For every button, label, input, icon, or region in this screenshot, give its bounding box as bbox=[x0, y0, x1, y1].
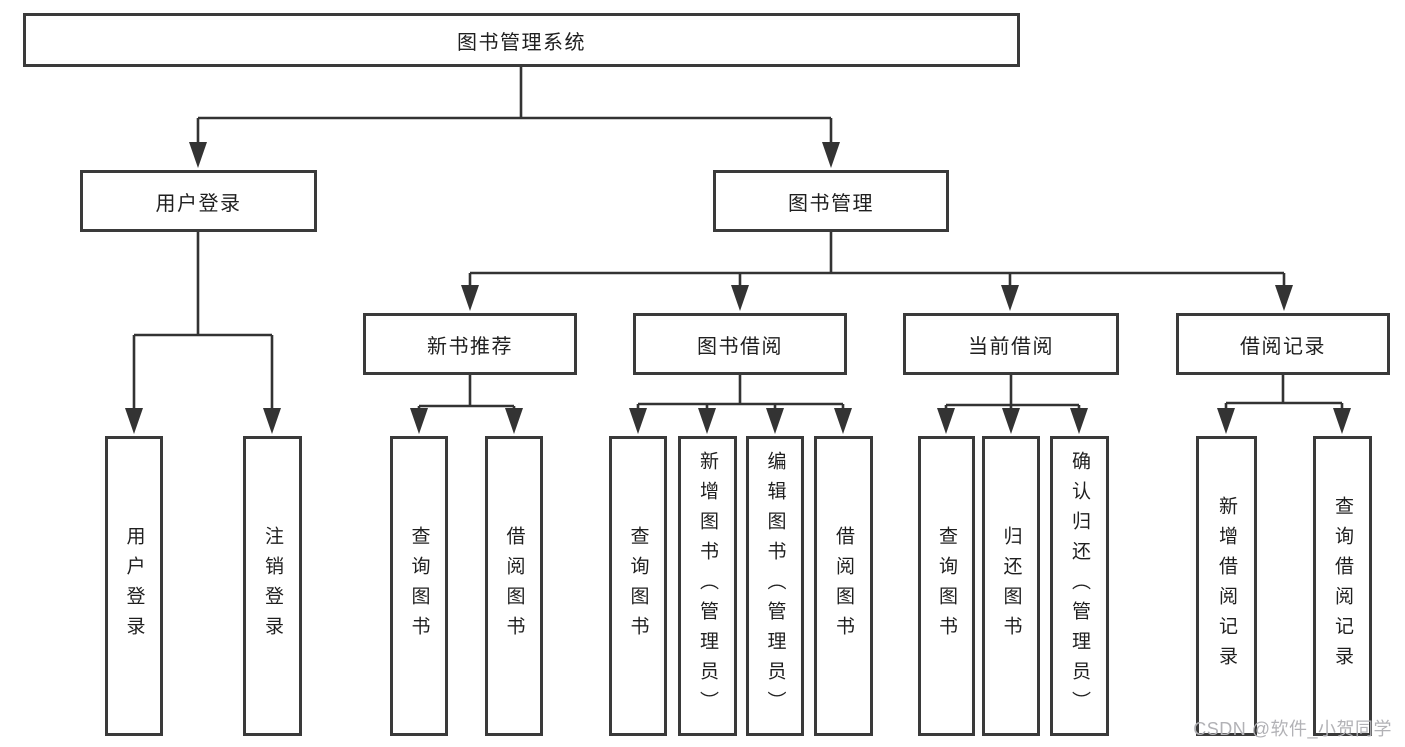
node-borrow-records-label: 借阅记录 bbox=[1240, 335, 1326, 358]
node-current-borrow-label: 当前借阅 bbox=[968, 335, 1054, 358]
arrowhead-icon bbox=[1002, 408, 1020, 434]
leaf-confirm-return-admin: 确认归还（管理员） bbox=[1050, 436, 1109, 736]
connector-borrow-record-split bbox=[1224, 375, 1344, 410]
node-book-management-label: 图书管理 bbox=[788, 192, 874, 215]
leaf-borrow-book-2-label: 借阅图书 bbox=[833, 526, 854, 646]
arrowhead-icon bbox=[461, 285, 479, 311]
connector-book-borrow-split bbox=[636, 375, 845, 410]
leaf-query-borrow-record: 查询借阅记录 bbox=[1313, 436, 1372, 736]
leaf-borrow-book-2: 借阅图书 bbox=[814, 436, 873, 736]
arrowhead-icon bbox=[731, 285, 749, 311]
leaf-query-book-2: 查询图书 bbox=[609, 436, 667, 736]
arrowhead-icon bbox=[1275, 285, 1293, 311]
leaf-edit-book-admin: 编辑图书（管理员） bbox=[746, 436, 804, 736]
leaf-return-book-label: 归还图书 bbox=[1000, 526, 1022, 646]
leaf-add-book-admin: 新增图书（管理员） bbox=[678, 436, 737, 736]
arrowhead-icon bbox=[937, 408, 955, 434]
leaf-add-borrow-record: 新增借阅记录 bbox=[1196, 436, 1257, 736]
arrowhead-icon bbox=[834, 408, 852, 434]
leaf-return-book: 归还图书 bbox=[982, 436, 1040, 736]
arrowhead-icon bbox=[1001, 285, 1019, 311]
leaf-user-login: 用户登录 bbox=[105, 436, 163, 736]
leaf-add-book-admin-label: 新增图书（管理员） bbox=[697, 451, 718, 721]
leaf-query-book-3: 查询图书 bbox=[918, 436, 975, 736]
arrowhead-icon bbox=[125, 408, 143, 434]
leaf-query-borrow-record-label: 查询借阅记录 bbox=[1332, 496, 1353, 676]
arrowhead-icon bbox=[410, 408, 428, 434]
leaf-borrow-book-1-label: 借阅图书 bbox=[503, 526, 525, 646]
leaf-query-book-3-label: 查询图书 bbox=[936, 526, 957, 646]
node-user-login-label: 用户登录 bbox=[155, 192, 242, 215]
leaf-borrow-book-1: 借阅图书 bbox=[485, 436, 543, 736]
arrowheads bbox=[125, 142, 1351, 434]
arrowhead-icon bbox=[822, 142, 840, 168]
connector-new-book-split bbox=[417, 375, 516, 410]
arrowhead-icon bbox=[629, 408, 647, 434]
node-current-borrow: 当前借阅 bbox=[903, 313, 1119, 375]
node-book-borrow: 图书借阅 bbox=[633, 313, 847, 375]
arrowhead-icon bbox=[263, 408, 281, 434]
arrowhead-icon bbox=[766, 408, 784, 434]
node-new-book-recommend-label: 新书推荐 bbox=[427, 335, 513, 358]
watermark: CSDN @软件_小贺同学 bbox=[1193, 719, 1392, 739]
arrowhead-icon bbox=[1070, 408, 1088, 434]
arrowhead-icon bbox=[698, 408, 716, 434]
leaf-query-book-1-label: 查询图书 bbox=[408, 526, 430, 646]
arrowhead-icon bbox=[1333, 408, 1351, 434]
connector-stems bbox=[132, 67, 1344, 410]
arrowhead-icon bbox=[1217, 408, 1235, 434]
arrowhead-icon bbox=[189, 142, 207, 168]
arrowhead-icon bbox=[505, 408, 523, 434]
node-user-login: 用户登录 bbox=[80, 170, 317, 232]
leaf-query-book-1: 查询图书 bbox=[390, 436, 448, 736]
leaf-edit-book-admin-label: 编辑图书（管理员） bbox=[764, 451, 786, 721]
leaf-confirm-return-admin-label: 确认归还（管理员） bbox=[1069, 451, 1090, 721]
leaf-query-book-2-label: 查询图书 bbox=[627, 526, 649, 646]
node-book-borrow-label: 图书借阅 bbox=[697, 335, 783, 358]
connector-book-management-split bbox=[468, 232, 1286, 287]
node-book-management: 图书管理 bbox=[713, 170, 949, 232]
node-root: 图书管理系统 bbox=[23, 13, 1020, 67]
leaf-user-login-label: 用户登录 bbox=[123, 526, 145, 646]
connector-user-login-split bbox=[132, 232, 274, 410]
connector-current-borrow-split bbox=[944, 375, 1081, 410]
node-borrow-records: 借阅记录 bbox=[1176, 313, 1390, 375]
node-new-book-recommend: 新书推荐 bbox=[363, 313, 577, 375]
leaf-logout-label: 注销登录 bbox=[262, 526, 283, 646]
leaf-logout: 注销登录 bbox=[243, 436, 302, 736]
connector-root-split bbox=[196, 67, 833, 144]
node-root-label: 图书管理系统 bbox=[457, 31, 586, 54]
leaf-add-borrow-record-label: 新增借阅记录 bbox=[1216, 496, 1237, 676]
